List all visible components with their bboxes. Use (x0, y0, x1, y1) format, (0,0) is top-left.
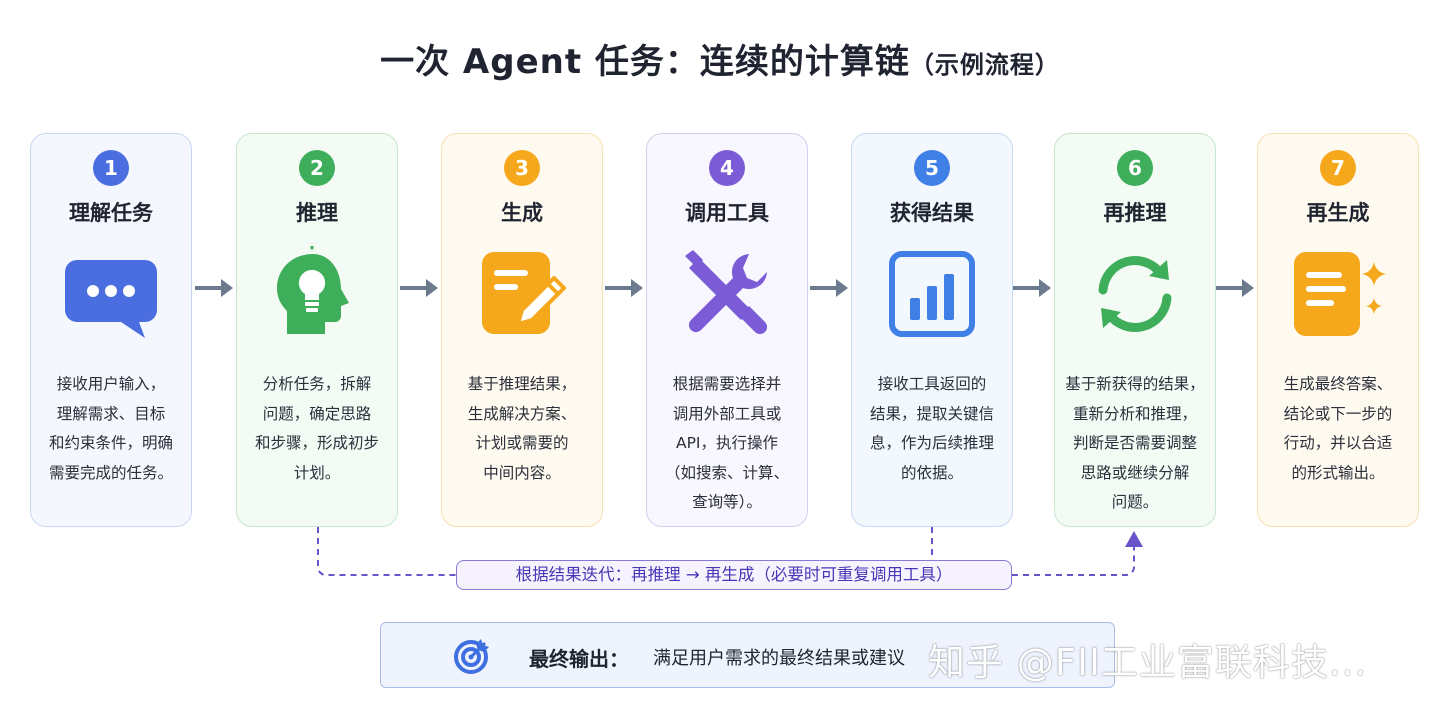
step-number-badge: 6 (1117, 150, 1153, 186)
document-sparkle-icon (1294, 252, 1386, 336)
wrench-screwdriver-icon (685, 250, 768, 335)
flow-arrow-icon (400, 279, 438, 297)
step-description: 基于新获得的结果， 重新分析和推理， 判断是否需要调整 思路或继续分解 问题。 (1065, 375, 1205, 511)
step-title: 再生成 (1306, 201, 1370, 225)
step-description: 分析任务，拆解 问题，确定思路 和步骤，形成初步 计划。 (254, 375, 379, 482)
step-number-badge: 5 (914, 150, 950, 186)
step-number-badge: 2 (299, 150, 335, 186)
diagram-title: 一次 Agent 任务：连续的计算链（示例流程） (0, 34, 1440, 83)
step-card-get-results: 5 获得结果 接收工具返回的 结果，提取关键信 息，作为后续推理 的依据。 (851, 133, 1013, 527)
step-description: 根据需要选择并 调用外部工具或 API，执行操作 （如搜索、计算、 查询等）。 (664, 375, 789, 511)
step-description: 接收用户输入， 理解需求、目标 和约束条件，明确 需要完成的任务。 (48, 375, 173, 482)
flow-arrow-icon (1216, 279, 1254, 297)
step-title: 理解任务 (69, 201, 153, 225)
loop-arrowhead-icon (1125, 531, 1143, 547)
document-pen-icon (482, 252, 566, 334)
chat-bubble-icon (65, 260, 157, 338)
step-title: 推理 (296, 201, 338, 225)
flow-arrow-icon (605, 279, 643, 297)
final-output-text: 满足用户需求的最终结果或建议 (653, 648, 905, 669)
step-title: 获得结果 (890, 201, 974, 225)
final-output-label: 最终输出： (529, 647, 629, 671)
step-card-re-reasoning: 6 再推理 基于新获得的结果， 重新分析和推理， 判断是否需要调整 思路或继续分… (1054, 133, 1216, 527)
step-number-badge: 3 (504, 150, 540, 186)
step-card-call-tools: 4 调用工具 根据需要选择并 调用外部工具或 API，执行操作 （如搜索、计算、… (646, 133, 808, 527)
step-number-badge: 1 (93, 150, 129, 186)
title-sub: （示例流程） (909, 51, 1060, 79)
target-icon (454, 639, 489, 674)
final-output-box: 最终输出： 满足用户需求的最终结果或建议 (380, 622, 1115, 688)
step-card-regenerate: 7 再生成 生成最终答案、 结论或下一步的 行动，并以合适 的形式输出。 (1257, 133, 1419, 527)
step-number-badge: 4 (709, 150, 745, 186)
refresh-icon (1098, 256, 1172, 332)
step-description: 接收工具返回的 结果，提取关键信 息，作为后续推理 的依据。 (869, 375, 994, 482)
step-description: 生成最终答案、 结论或下一步的 行动，并以合适 的形式输出。 (1283, 375, 1393, 482)
flow-arrow-icon (1013, 279, 1051, 297)
flow-arrow-icon (810, 279, 848, 297)
step-title: 再推理 (1103, 201, 1167, 225)
head-lightbulb-icon (277, 246, 349, 334)
step-title: 调用工具 (685, 201, 769, 225)
bar-chart-icon (889, 251, 975, 337)
step-card-understand-task: 1 理解任务 接收用户输入， 理解需求、目标 和约束条件，明确 需要完成的任务。 (30, 133, 192, 527)
flow-arrow-icon (195, 279, 233, 297)
step-number-badge: 7 (1320, 150, 1356, 186)
step-title: 生成 (501, 201, 543, 225)
title-main: 一次 Agent 任务：连续的计算链 (380, 42, 910, 82)
step-card-reasoning: 2 推理 分析任务，拆解 问题，确定思路 和步骤，形成初步 计划。 (236, 133, 398, 527)
step-card-generate: 3 生成 基于推理结果， 生成解决方案、 计划或需要的 中间内容。 (441, 133, 603, 527)
watermark: 知乎 @FII工业富联科技... (928, 641, 1368, 684)
iteration-loop-label: 根据结果迭代：再推理 → 再生成（必要时可重复调用工具） (456, 560, 1012, 590)
step-description: 基于推理结果， 生成解决方案、 计划或需要的 中间内容。 (467, 375, 577, 482)
